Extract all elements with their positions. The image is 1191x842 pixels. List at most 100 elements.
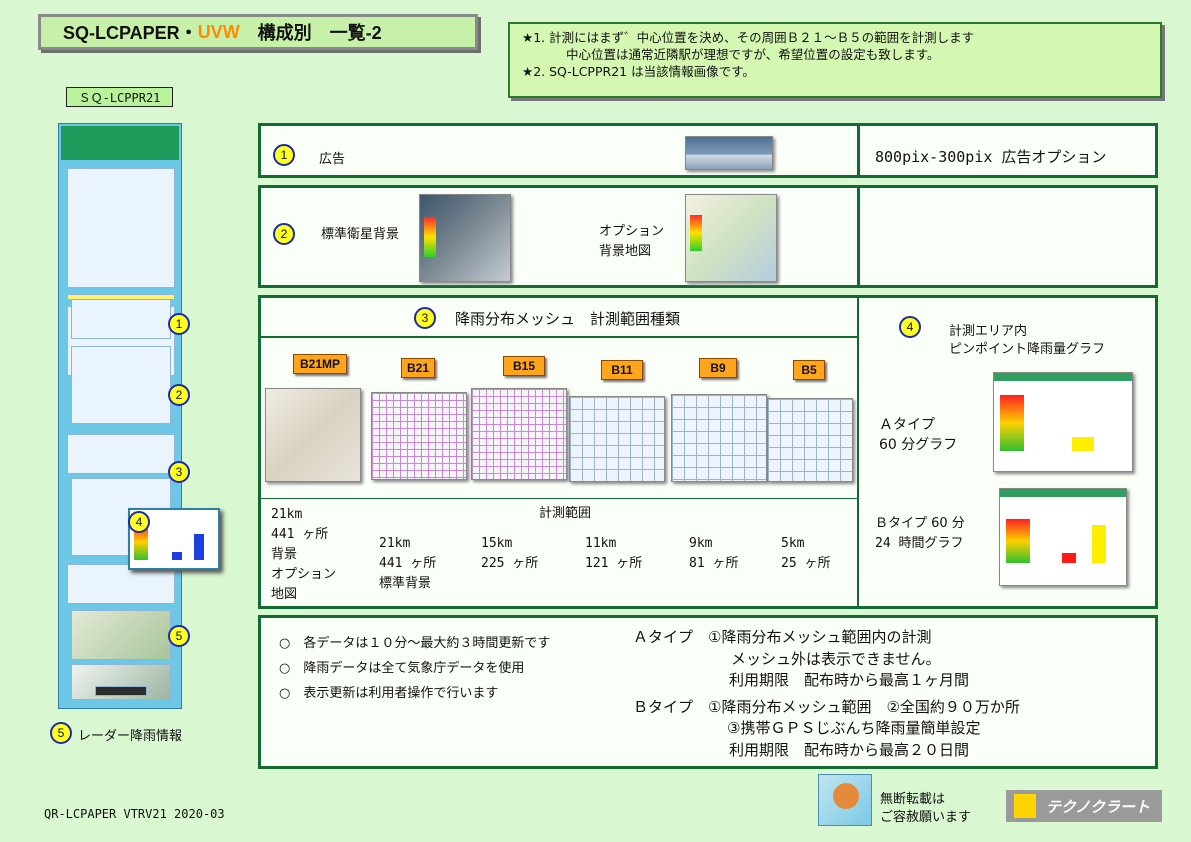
graph-b-legend: [1006, 519, 1030, 563]
graph-b-header: [1000, 489, 1126, 497]
section1-label: 広告: [319, 152, 346, 167]
phone-satellite-image: [71, 346, 171, 424]
map-image: [685, 194, 777, 282]
ad-image: [685, 136, 773, 170]
b-line-3: 利用期限 配布時から最高２０日間: [729, 741, 970, 759]
col0-line: 21km: [271, 507, 303, 522]
divider: [857, 126, 860, 175]
section-mesh: 3 降雨分布メッシュ 計測範囲種類 B21MP B21 B15 B11 B9 B…: [258, 295, 1158, 609]
section-info: ○ 各データは１０分～最大約３時間更新です ○ 降雨データは全て気象庁データを使…: [258, 615, 1158, 769]
logo-mark: [1014, 794, 1036, 818]
divider: [261, 336, 857, 338]
notice-2: ご容赦願います: [880, 810, 972, 825]
section3-marker: 3: [414, 307, 436, 329]
radar-marker: 5: [50, 722, 72, 744]
phone-header: [61, 126, 179, 160]
note-2: ★2. SQ-LCPPR21 は当該情報画像です。: [522, 64, 755, 79]
bullet-mark: ○: [279, 661, 291, 676]
chip-b21: B21: [401, 358, 435, 378]
popup-bar-1: [172, 552, 182, 560]
bullet-mark: ○: [279, 636, 291, 651]
phone-logo: [95, 686, 147, 696]
mesh-b5-image: [767, 398, 853, 482]
phone-mid-panel: [67, 434, 175, 474]
col4-line: 9km: [689, 536, 713, 551]
section3-title: 降雨分布メッシュ 計測範囲種類: [455, 310, 681, 328]
col-b9: 9km 81 ヶ所: [689, 534, 738, 574]
graph-b-bar-2: [1092, 525, 1106, 563]
popup-bar-2: [194, 534, 204, 560]
b-type-2: 24 時間グラフ: [875, 536, 964, 551]
col3-line: 11km: [585, 536, 617, 551]
marker-1: 1: [168, 313, 190, 335]
graph-b-image: [999, 488, 1127, 586]
company-logo: テクノクラート: [1006, 790, 1162, 822]
phone-ad-image: [71, 299, 171, 339]
a-line-3: 利用期限 配布時から最高１ヶ月間: [729, 671, 970, 689]
col1-line: 21km: [379, 536, 411, 551]
section2-label-opt-1: オプション: [599, 224, 665, 239]
section4-marker: 4: [899, 316, 921, 338]
col0-line: オプション: [271, 567, 337, 582]
section2-marker: 2: [273, 223, 295, 245]
phone-screenshot: [58, 123, 182, 709]
product-label: ＳＱ-LCPPR21: [66, 87, 173, 107]
mesh-b9-image: [671, 394, 767, 482]
section4-title-1: 計測エリア内: [949, 324, 1028, 339]
notice-1: 無断転載は: [880, 792, 946, 807]
b-type-1: Ｂタイプ 60 分: [875, 516, 965, 531]
bullet-3: ○ 表示更新は利用者操作で行います: [279, 682, 498, 701]
col1-line: 標準背景: [379, 576, 432, 591]
phone-text-panel: [67, 168, 175, 288]
col5-line: 25 ヶ所: [781, 556, 831, 571]
chip-b21mp: B21MP: [293, 354, 347, 374]
marker-3: 3: [168, 461, 190, 483]
phone-lower-panel: [67, 564, 175, 604]
a-type-1: Ａタイプ: [879, 417, 935, 433]
sat-legend: [424, 217, 436, 257]
col-b11: 11km 121 ヶ所: [585, 534, 642, 574]
chip-b15: B15: [503, 356, 545, 376]
section-background: 2 標準衛星背景 オプション 背景地図: [258, 185, 1158, 288]
popup-legend: [134, 524, 148, 560]
note-1: ★1. 計測にはまず゛中心位置を決め、その周囲Ｂ２１～Ｂ５の範囲を計測します: [522, 30, 975, 45]
mesh-b15-image: [471, 388, 567, 480]
b-line-1: Ｂタイプ ①降雨分布メッシュ範囲 ②全国約９０万か所: [633, 698, 1020, 716]
note-1-sub: 中心位置は通常近隣駅が理想ですが、希望位置の設定も致します。: [566, 47, 940, 62]
col-b21mp: 21km 441 ヶ所 背景 オプション 地図: [271, 505, 336, 605]
page-title: SQ-LCPAPER・UVW 構成別 一覧-2: [38, 14, 478, 50]
col-b5: 5km 25 ヶ所: [781, 534, 830, 574]
col0-line: 441 ヶ所: [271, 527, 329, 542]
chip-b9: B9: [699, 358, 737, 378]
divider: [857, 188, 860, 285]
section1-marker: 1: [273, 144, 295, 166]
section1-spec: 800pix-300pix 広告オプション: [875, 148, 1107, 166]
satellite-image: [419, 194, 511, 282]
col1-line: 441 ヶ所: [379, 556, 437, 571]
mesh-b21mp-image: [265, 388, 361, 482]
section-ad: 1 広告 800pix-300pix 広告オプション: [258, 123, 1158, 178]
footer-code: QR-LCPAPER VTRV21 2020-03: [44, 807, 225, 821]
a-line-2: メッシュ外は表示できません。: [731, 650, 941, 668]
bullet-mark: ○: [279, 686, 291, 701]
col4-line: 81 ヶ所: [689, 556, 739, 571]
phone-map-image: [71, 610, 171, 660]
col2-line: 15km: [481, 536, 513, 551]
mesh-b21-image: [371, 392, 467, 480]
section2-label-std: 標準衛星背景: [321, 227, 400, 242]
mascot-face: [833, 783, 859, 809]
title-prefix: SQ-LCPAPER・: [63, 23, 198, 43]
map-legend: [690, 215, 702, 251]
col2-line: 225 ヶ所: [481, 556, 539, 571]
bullet-text: 降雨データは全て気象庁データを使用: [303, 661, 525, 676]
marker-4: 4: [128, 511, 150, 533]
section4-title-2: ピンポイント降雨量グラフ: [949, 342, 1106, 357]
col-b21: 21km 441 ヶ所 標準背景: [379, 534, 436, 594]
notes-box: ★1. 計測にはまず゛中心位置を決め、その周囲Ｂ２１～Ｂ５の範囲を計測します 中…: [508, 22, 1162, 98]
section2-label-opt-2: 背景地図: [599, 244, 652, 259]
mascot-image: [818, 774, 872, 826]
chip-b5: B5: [793, 360, 825, 380]
col0-line: 背景: [271, 547, 298, 562]
divider: [261, 498, 857, 499]
graph-a-bar: [1072, 437, 1094, 451]
